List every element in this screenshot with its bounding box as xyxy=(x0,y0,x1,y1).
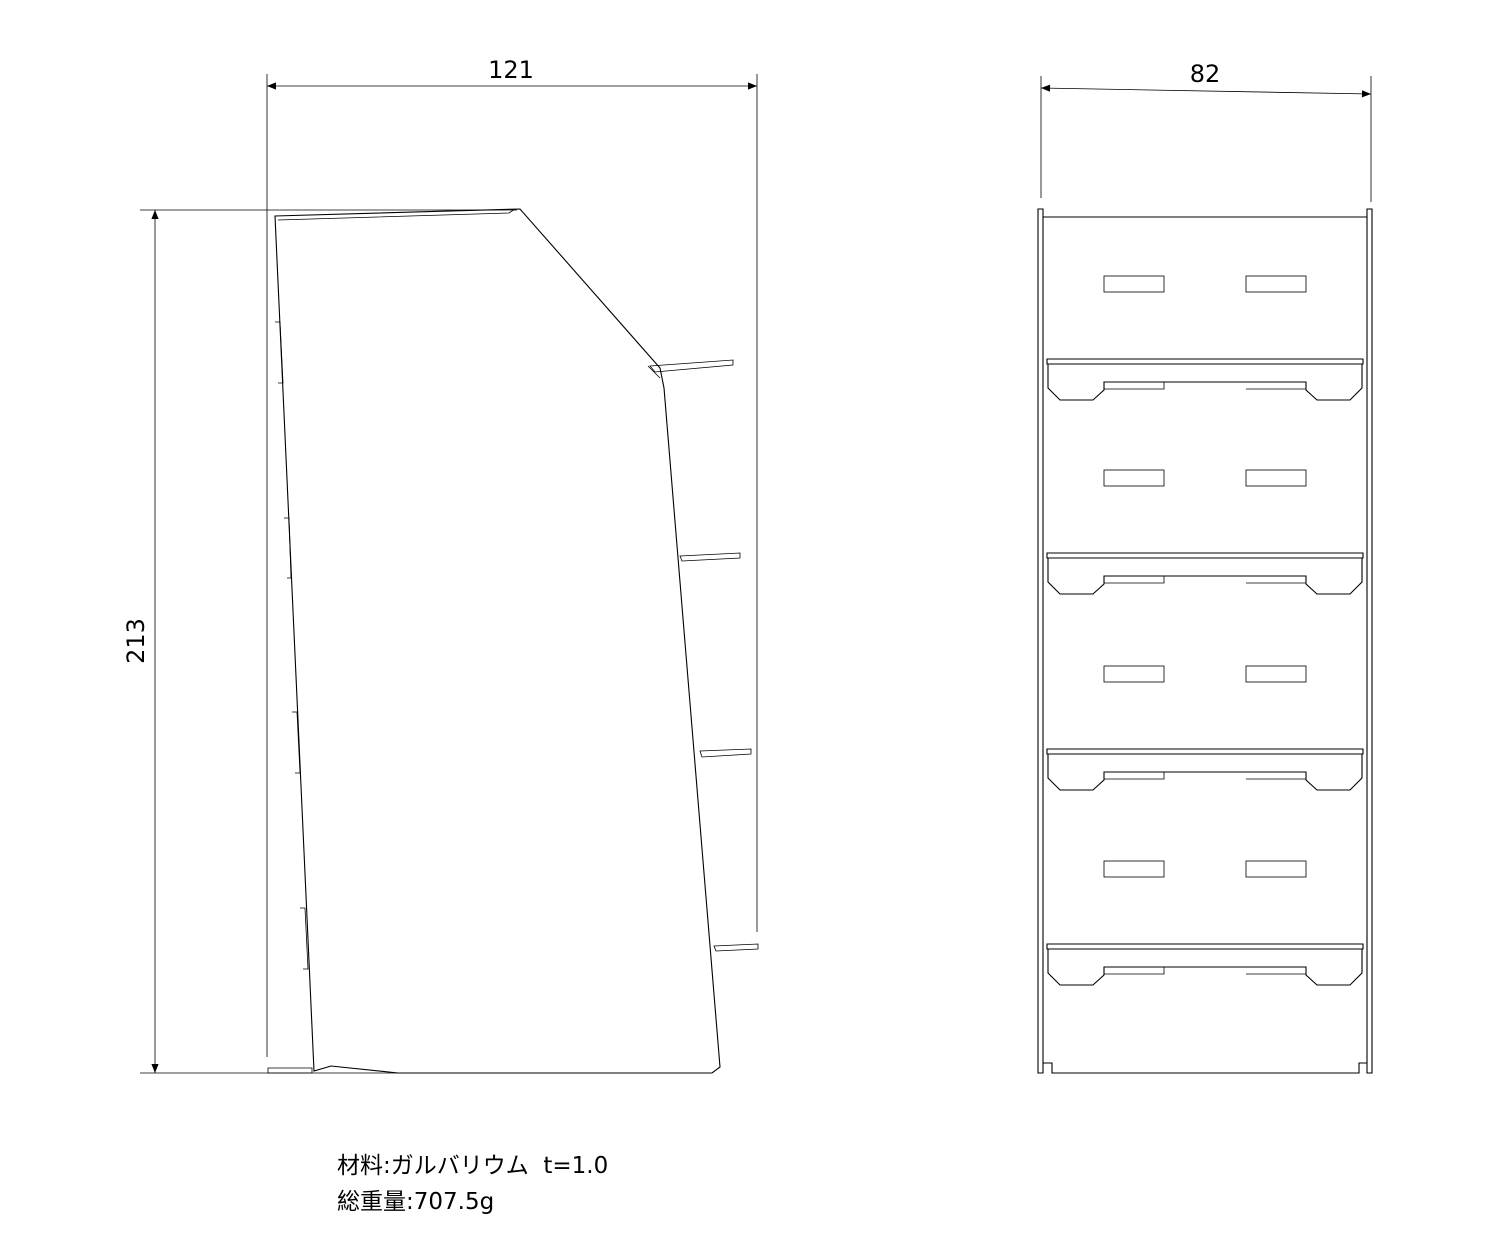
slot xyxy=(1245,860,1307,878)
slot xyxy=(1103,665,1165,683)
slot xyxy=(1245,275,1307,293)
front-base xyxy=(1043,1062,1367,1074)
material-label: 材料 xyxy=(337,1153,383,1179)
material-note: 材料:ガルバリウム t=1.0 xyxy=(337,1148,608,1184)
side-shelf-lips xyxy=(649,359,759,952)
weight-note: 総重量:707.5g xyxy=(337,1184,608,1220)
shelf-lip-1 xyxy=(649,359,734,373)
slot xyxy=(1103,469,1165,487)
side-view: 121 213 xyxy=(122,56,759,1074)
dimension-front-width: 82 xyxy=(1190,60,1221,88)
side-body-outline xyxy=(274,208,721,1074)
rear-tab-1 xyxy=(275,321,284,384)
dimension-side-height: 213 xyxy=(122,618,150,664)
front-view: 82 xyxy=(1037,60,1373,1074)
front-slots xyxy=(1103,275,1307,878)
weight-separator: : xyxy=(406,1189,414,1215)
side-foot-tab xyxy=(267,1067,313,1074)
material-separator: : xyxy=(383,1153,391,1179)
front-right-wall xyxy=(1366,208,1373,1074)
side-bend-edge xyxy=(647,365,661,379)
slot xyxy=(1103,275,1165,293)
rear-tab-2 xyxy=(284,517,292,579)
shelf-1 xyxy=(1046,358,1364,401)
shelf-3 xyxy=(1046,748,1364,791)
shelf-4 xyxy=(1046,943,1364,986)
shelf-lip-3 xyxy=(699,748,752,758)
front-shelves xyxy=(1046,358,1364,986)
side-rear-tabs xyxy=(275,321,309,970)
shelf-lip-2 xyxy=(679,552,741,562)
front-left-wall xyxy=(1037,208,1044,1074)
weight-label: 総重量 xyxy=(337,1189,406,1215)
rear-tab-4 xyxy=(300,907,309,970)
shelf-2 xyxy=(1046,552,1364,595)
drawing-notes: 材料:ガルバリウム t=1.0 総重量:707.5g xyxy=(337,1148,608,1220)
weight-value: 707.5g xyxy=(413,1189,495,1215)
slot xyxy=(1245,469,1307,487)
shelf-lip-4 xyxy=(713,943,759,952)
side-top-edge xyxy=(277,208,516,221)
dimension-side-width: 121 xyxy=(488,56,534,84)
slot xyxy=(1245,665,1307,683)
rear-tab-3 xyxy=(292,711,301,774)
slot xyxy=(1103,860,1165,878)
dimension-line-front-width xyxy=(1040,84,1372,98)
material-value: ガルバリウム t=1.0 xyxy=(390,1153,609,1179)
